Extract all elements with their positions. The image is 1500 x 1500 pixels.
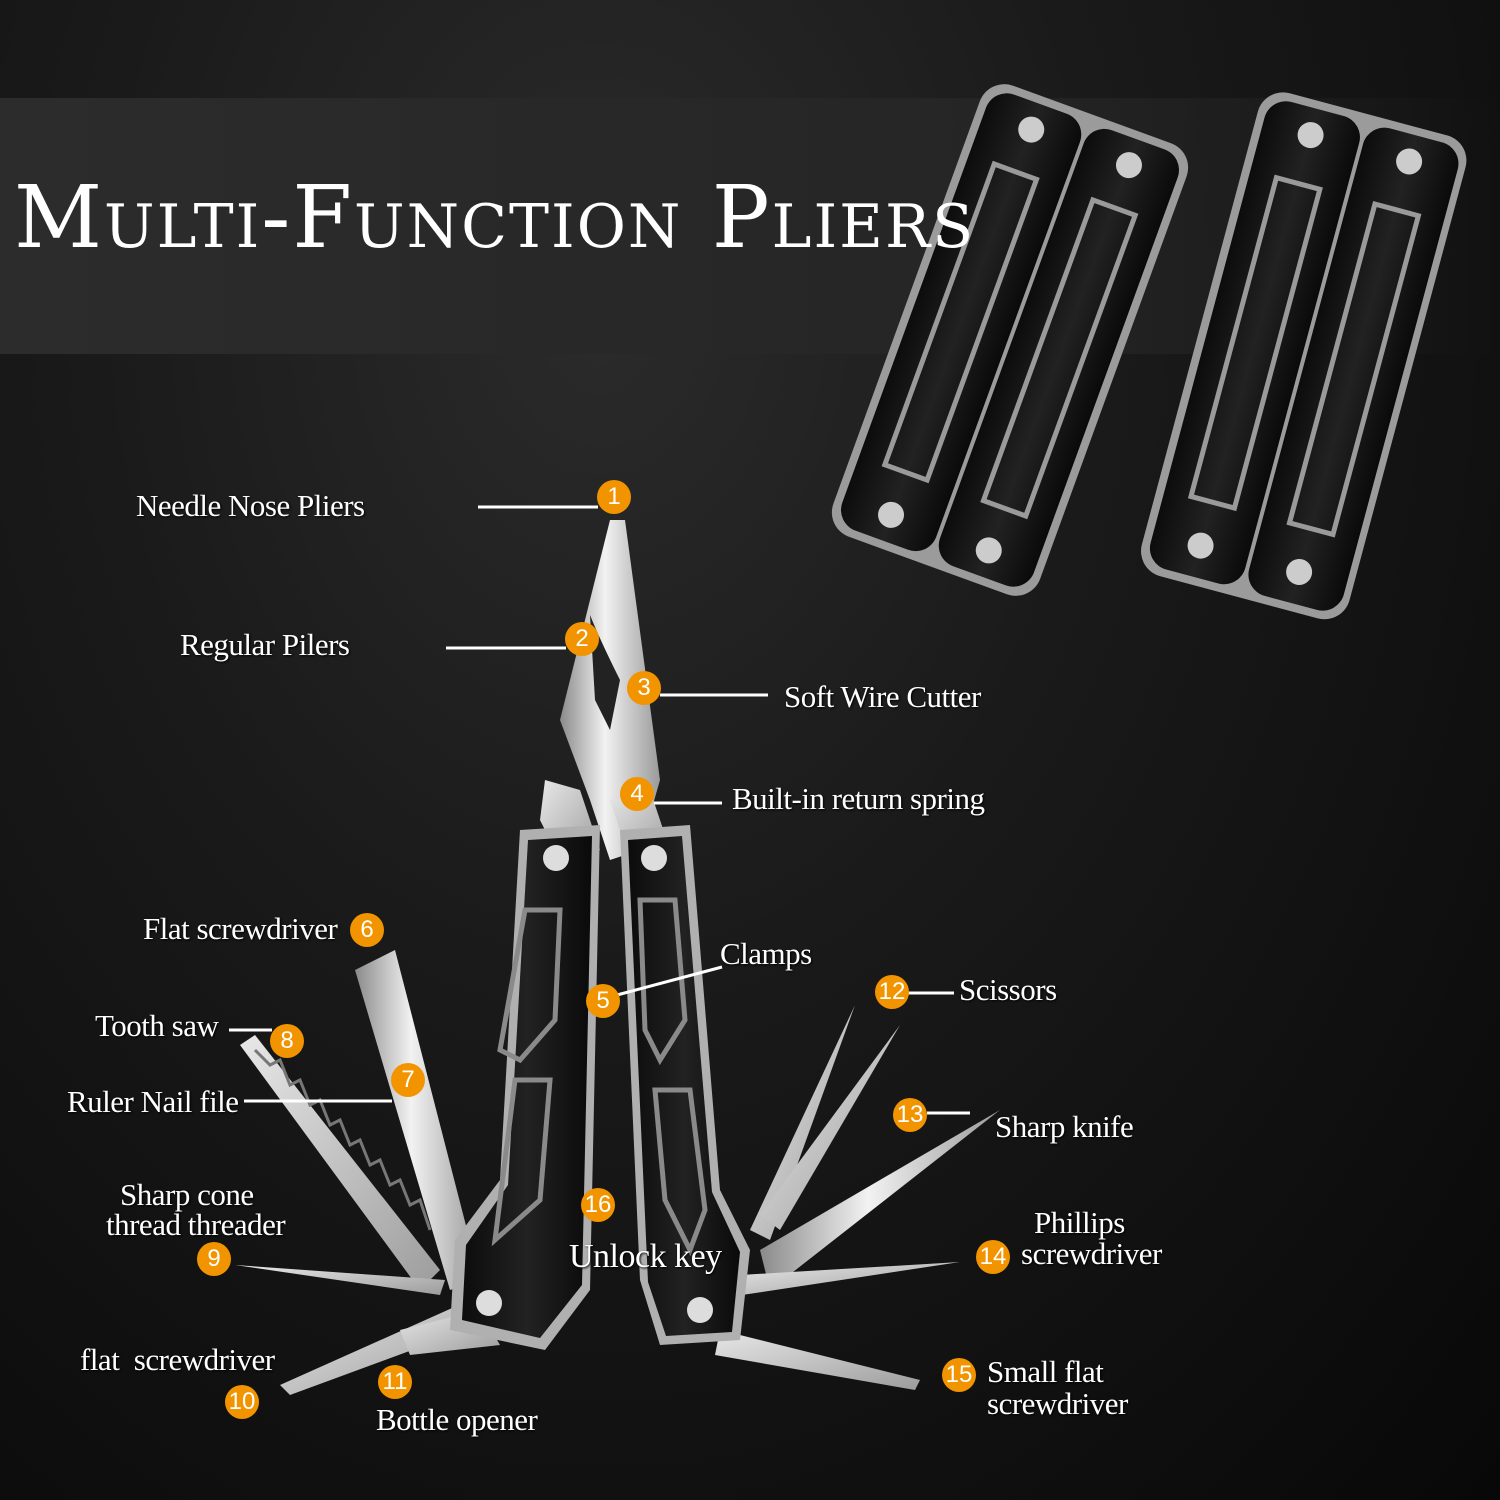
label-tooth-saw: Tooth saw xyxy=(95,1008,219,1043)
badge-7: 7 xyxy=(391,1063,425,1097)
leader-lines xyxy=(229,505,970,1115)
label-return-spring: Built-in return spring xyxy=(732,781,985,816)
label-flat-screwdriver-6: Flat screwdriver xyxy=(143,911,338,946)
page-title: Multi-Function Pliers xyxy=(14,168,976,268)
label-phillips-line1: Phillips xyxy=(1034,1205,1125,1240)
label-unlock-key: Unlock key xyxy=(569,1238,722,1275)
folded-tool-left xyxy=(831,84,1189,596)
badge-4: 4 xyxy=(620,777,654,811)
badge-12: 12 xyxy=(875,975,909,1009)
badge-8: 8 xyxy=(270,1024,304,1058)
right-fan-tools xyxy=(715,1005,1000,1390)
label-clamps: Clamps xyxy=(720,936,812,971)
badge-1: 1 xyxy=(597,480,631,514)
badge-14: 14 xyxy=(976,1240,1010,1274)
badge-16: 16 xyxy=(581,1188,615,1222)
badge-11: 11 xyxy=(378,1365,412,1399)
label-regular-pliers: Regular Pilers xyxy=(180,627,350,662)
badge-6: 6 xyxy=(350,913,384,947)
label-flat-screwdriver-10: flat screwdriver xyxy=(80,1342,275,1377)
badge-5: 5 xyxy=(586,984,620,1018)
label-ruler-nail-file: Ruler Nail file xyxy=(67,1084,239,1119)
folded-tool-right xyxy=(1141,92,1467,620)
badge-3: 3 xyxy=(627,671,661,705)
label-sharp-cone-line1: Sharp cone xyxy=(120,1177,254,1212)
label-small-flat-line1: Small flat xyxy=(987,1354,1104,1389)
badge-9: 9 xyxy=(197,1242,231,1276)
pliers-handles xyxy=(450,825,750,1350)
badge-2: 2 xyxy=(565,622,599,656)
label-scissors: Scissors xyxy=(959,972,1057,1007)
label-bottle-opener: Bottle opener xyxy=(376,1402,538,1437)
label-needle-nose-pliers: Needle Nose Pliers xyxy=(136,488,365,523)
badge-13: 13 xyxy=(893,1098,927,1132)
label-phillips-line2: screwdriver xyxy=(1021,1236,1162,1271)
label-small-flat-line2: screwdriver xyxy=(987,1386,1128,1421)
label-soft-wire-cutter: Soft Wire Cutter xyxy=(784,679,981,714)
label-sharp-knife: Sharp knife xyxy=(995,1109,1134,1144)
badge-10: 10 xyxy=(225,1385,259,1419)
badge-15: 15 xyxy=(942,1358,976,1392)
label-sharp-cone-line2: thread threader xyxy=(106,1207,286,1242)
left-fan-tools xyxy=(235,950,500,1395)
